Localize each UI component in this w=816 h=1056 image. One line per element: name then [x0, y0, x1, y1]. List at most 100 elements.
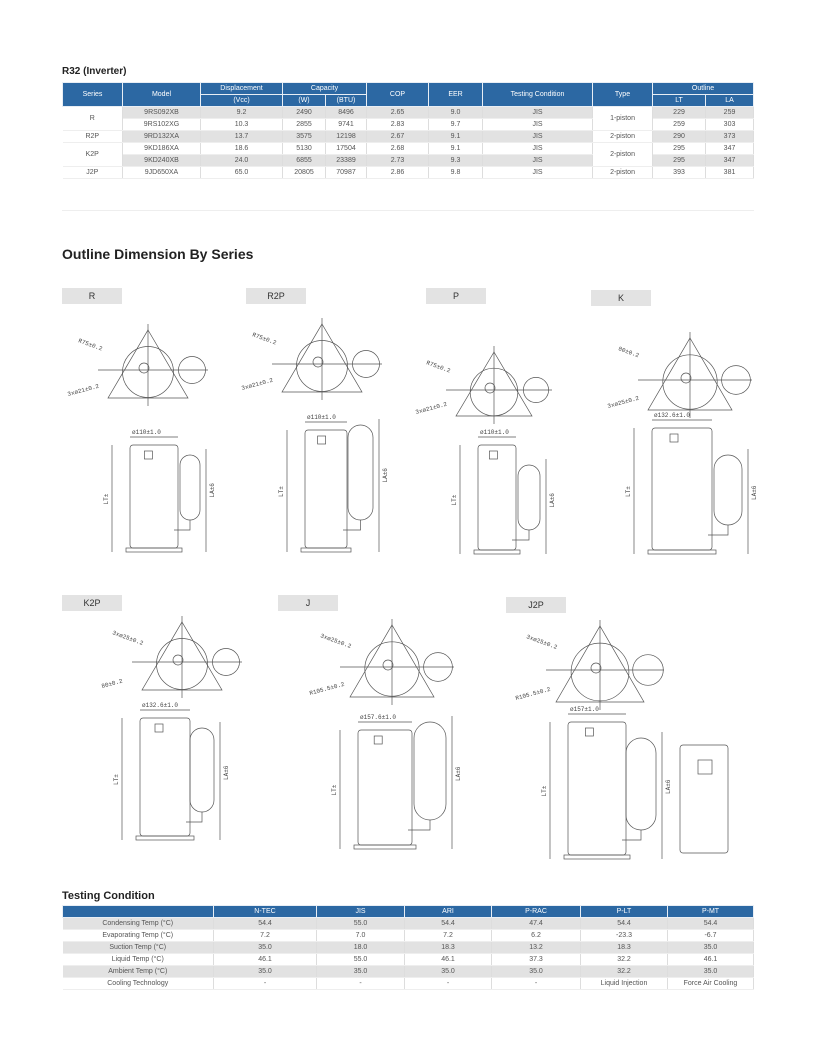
cell-value: 35.0	[667, 965, 754, 978]
cell-value: -	[316, 977, 405, 990]
cell-series: J2P	[62, 166, 123, 179]
cell-test: JIS	[482, 154, 594, 167]
terminal-box	[585, 727, 594, 737]
th-la: LA	[705, 94, 755, 107]
terminal-box	[489, 450, 498, 460]
cell-btu: 9741	[325, 118, 368, 131]
cell-cop: 2.65	[366, 106, 430, 119]
series-label-p: P	[426, 288, 486, 304]
cell-value: 32.2	[580, 965, 668, 978]
hole-dimension: 3xø25±0.2	[319, 632, 352, 650]
terminal	[312, 356, 324, 368]
cell-btu: 8496	[325, 106, 368, 119]
accumulator	[517, 464, 541, 531]
cell-value: 35.0	[404, 965, 492, 978]
cell-value: 35.0	[213, 965, 317, 978]
diameter-label: ø132.6±1.0	[142, 702, 178, 709]
th-btu: (BTU)	[324, 94, 368, 107]
hole-dimension: 3xø25±0.2	[525, 633, 558, 651]
th-outline: Outline	[652, 82, 755, 95]
compressor-body	[477, 444, 517, 551]
suction-pipe	[186, 812, 203, 823]
hole-dimension: 80±0.2	[101, 677, 124, 689]
lt-label: LT±	[113, 774, 120, 785]
cell-la: 347	[705, 142, 755, 155]
cell-value: 37.3	[491, 953, 581, 966]
th-ari: ARI	[404, 905, 492, 918]
side-view-body	[679, 744, 729, 854]
base-foot	[353, 844, 417, 850]
cell-la: 347	[705, 154, 755, 167]
diameter-label: ø110±1.0	[132, 429, 161, 436]
accumulator	[189, 727, 215, 813]
cell-value: 55.0	[316, 953, 405, 966]
th-jis: JIS	[316, 905, 405, 918]
cell-la: 373	[705, 130, 755, 143]
cell-w: 3575	[282, 130, 326, 143]
th-p-rac: P-RAC	[491, 905, 581, 918]
cell-btu: 70987	[325, 166, 368, 179]
accumulator	[179, 454, 201, 521]
th-p-mt: P-MT	[667, 905, 754, 918]
base-foot	[647, 549, 717, 555]
cell-value: 54.4	[580, 917, 668, 930]
base-foot	[125, 547, 183, 553]
cell-w: 6855	[282, 154, 326, 167]
cell-model: 9KD186XA	[122, 142, 201, 155]
cell-value: -	[491, 977, 581, 990]
cell-cop: 2.73	[366, 154, 430, 167]
series-label-r: R	[62, 288, 122, 304]
cell-lt: 229	[652, 106, 707, 119]
cell-w: 2490	[282, 106, 326, 119]
cell-w: 5130	[282, 142, 326, 155]
cell-series: R	[62, 106, 123, 131]
compressor-body	[129, 444, 179, 549]
cell-disp: 9.2	[200, 106, 283, 119]
series-label-j2p: J2P	[506, 597, 566, 613]
cell-value: 55.0	[316, 917, 405, 930]
terminal	[138, 362, 150, 374]
compressor-body	[567, 721, 627, 856]
cell-value: 7.0	[316, 929, 405, 942]
la-label: LA±6	[665, 779, 672, 794]
cell-eer: 9.1	[428, 142, 484, 155]
la-label: LA±6	[382, 468, 389, 483]
terminal	[590, 662, 602, 674]
cell-value: 18.3	[580, 941, 668, 954]
hole-dimension: 3xø25±0.2	[111, 629, 144, 647]
terminal	[382, 659, 394, 671]
cell-value: 7.2	[213, 929, 317, 942]
cell-w: 2855	[282, 118, 326, 131]
lt-label: LT±	[103, 493, 110, 504]
lt-label: LT±	[278, 486, 285, 497]
cell-value: -23.3	[580, 929, 668, 942]
series-label-k: K	[591, 290, 651, 306]
cell-value: Liquid Injection	[580, 977, 668, 990]
cell-lt: 295	[652, 142, 707, 155]
cell-lt: 393	[652, 166, 707, 179]
cell-eer: 9.3	[428, 154, 484, 167]
base-foot	[473, 549, 521, 555]
cell-model: 9RS102XG	[122, 118, 201, 131]
th-w: (W)	[282, 94, 326, 107]
series-label-k2p: K2P	[62, 595, 122, 611]
hole-dimension: 3xø21±0.2	[415, 401, 448, 416]
cell-cop: 2.68	[366, 142, 430, 155]
th-lt: LT	[652, 94, 707, 107]
cell-cop: 2.83	[366, 118, 430, 131]
cell-test: JIS	[482, 166, 594, 179]
cell-series: K2P	[62, 142, 123, 167]
cell-value: 54.4	[213, 917, 317, 930]
suction-pipe	[174, 520, 191, 531]
row-label: Cooling Technology	[62, 977, 214, 990]
terminal-box	[144, 450, 153, 460]
la-label: LA±6	[223, 765, 230, 780]
base-foot	[563, 854, 631, 860]
cell-value: 46.1	[213, 953, 317, 966]
